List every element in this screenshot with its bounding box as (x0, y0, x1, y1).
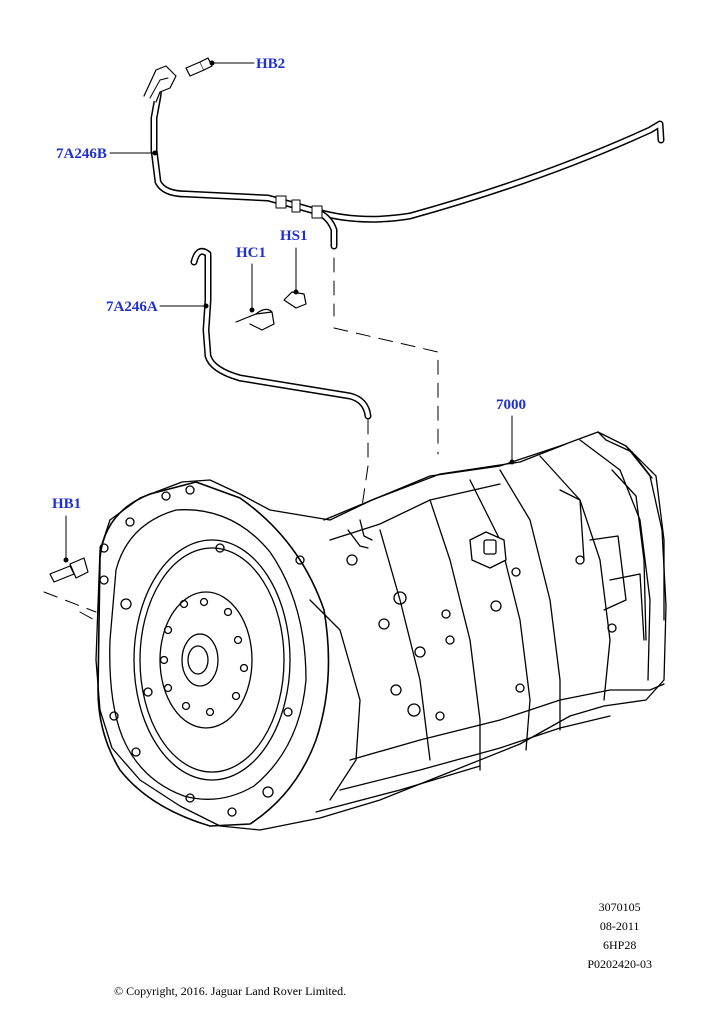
callout-hc1: HC1 (236, 245, 266, 261)
cooler-pipe-7a246b (143, 65, 665, 250)
converter-bolts (143, 543, 293, 717)
callout-hs1: HS1 (280, 228, 308, 244)
callout-7a246a: 7A246A (106, 299, 158, 315)
copyright-notice: © Copyright, 2016. Jaguar Land Rover Lim… (114, 984, 347, 998)
screw-hs1 (283, 247, 307, 309)
callout-hb1: HB1 (52, 496, 82, 512)
callout-7000: 7000 (496, 397, 526, 413)
clip-hc1 (235, 263, 275, 331)
ref-line-1: 3070105 (598, 900, 641, 914)
callout-hb2: HB2 (256, 56, 286, 72)
cooler-pipe-7a246a (190, 247, 372, 420)
ref-line-3: 6HP28 (602, 938, 637, 952)
transmission-7000 (95, 431, 667, 831)
ref-line-2: 08-2011 (599, 919, 640, 933)
reference-block: 3070105 08-2011 6HP28 P0202420-03 (587, 898, 652, 974)
callout-7a246b: 7A246B (56, 146, 107, 162)
flange-bosses (99, 485, 305, 817)
ref-line-4: P0202420-03 (587, 957, 652, 971)
dashed-guides (43, 257, 439, 623)
bolt-hb1 (49, 515, 89, 583)
bolt-hb2 (185, 57, 255, 77)
